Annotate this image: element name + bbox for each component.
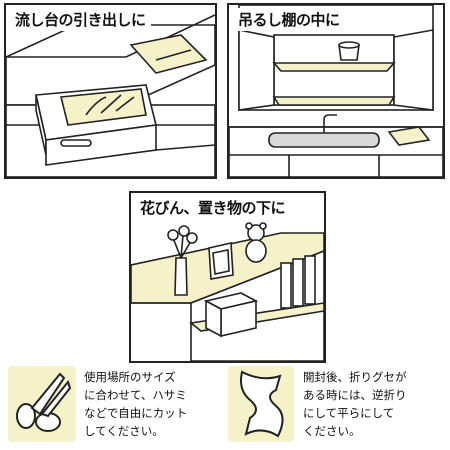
- shelf-illustration: [131, 222, 324, 361]
- panel-shelf-caption: 花びん、置き物の下に: [135, 196, 291, 219]
- scissors-icon: [8, 366, 76, 442]
- panel-cabinet: 吊るし棚の中に: [227, 3, 445, 179]
- panel-shelf: 花びん、置き物の下に: [129, 191, 326, 363]
- curled-sheet-icon: [228, 366, 294, 442]
- panel-cabinet-caption: 吊るし棚の中に: [233, 8, 345, 31]
- drawer-illustration: [6, 14, 215, 177]
- panel-drawer: 流し台の引き出しに: [4, 3, 217, 179]
- tip-flatten-text: 開封後、折りグセが ある時には、逆折り にして平らにして ください。: [303, 370, 407, 438]
- panel-drawer-caption: 流し台の引き出しに: [10, 8, 151, 31]
- tip-cut-text: 使用場所のサイズ に合わせて、ハサミ などで自由にカット してください。: [84, 370, 188, 438]
